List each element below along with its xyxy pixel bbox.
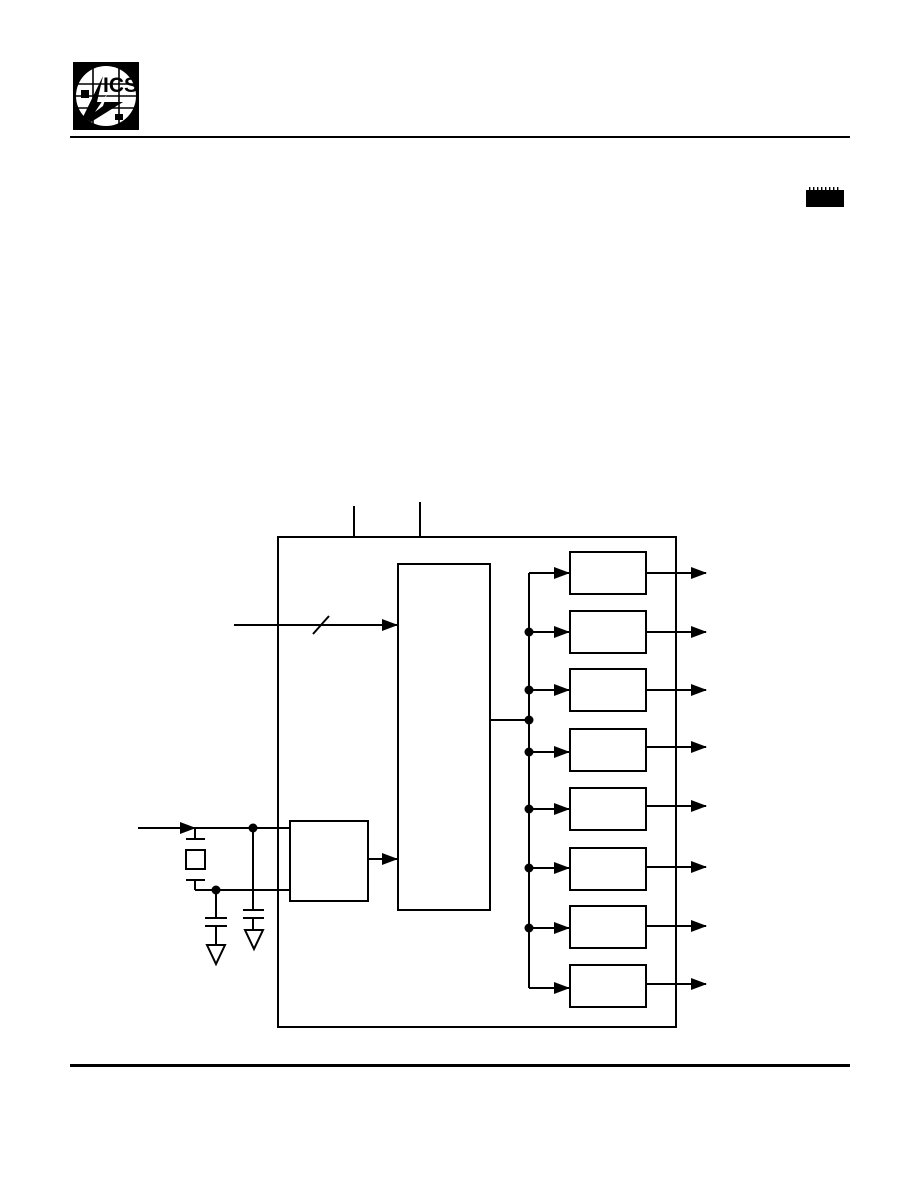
oscillator-block: [289, 820, 369, 902]
central-block: [397, 563, 491, 911]
output-buffer-7: [569, 905, 647, 949]
ground-icon: [243, 929, 265, 952]
chip-outline: [277, 536, 677, 1028]
junction-dot: [524, 715, 534, 725]
output-buffer-3: [569, 668, 647, 712]
header-divider: [70, 136, 850, 138]
output-buffers: [524, 551, 707, 1008]
output-buffer-6: [569, 847, 647, 891]
output-buffer-2: [569, 610, 647, 654]
bus-slash: [312, 615, 330, 635]
ground-icon: [205, 944, 227, 967]
output-buffer-1: [569, 551, 647, 595]
footer-divider: [70, 1064, 850, 1067]
output-buffer-5: [569, 787, 647, 831]
logo-text: ICS: [103, 74, 138, 97]
crystal-icon: [185, 849, 206, 870]
output-buffer-8: [569, 964, 647, 1008]
output-buffer-4: [569, 728, 647, 772]
company-logo-icon: ICS: [73, 62, 139, 130]
ic-package-icon: [806, 187, 844, 207]
